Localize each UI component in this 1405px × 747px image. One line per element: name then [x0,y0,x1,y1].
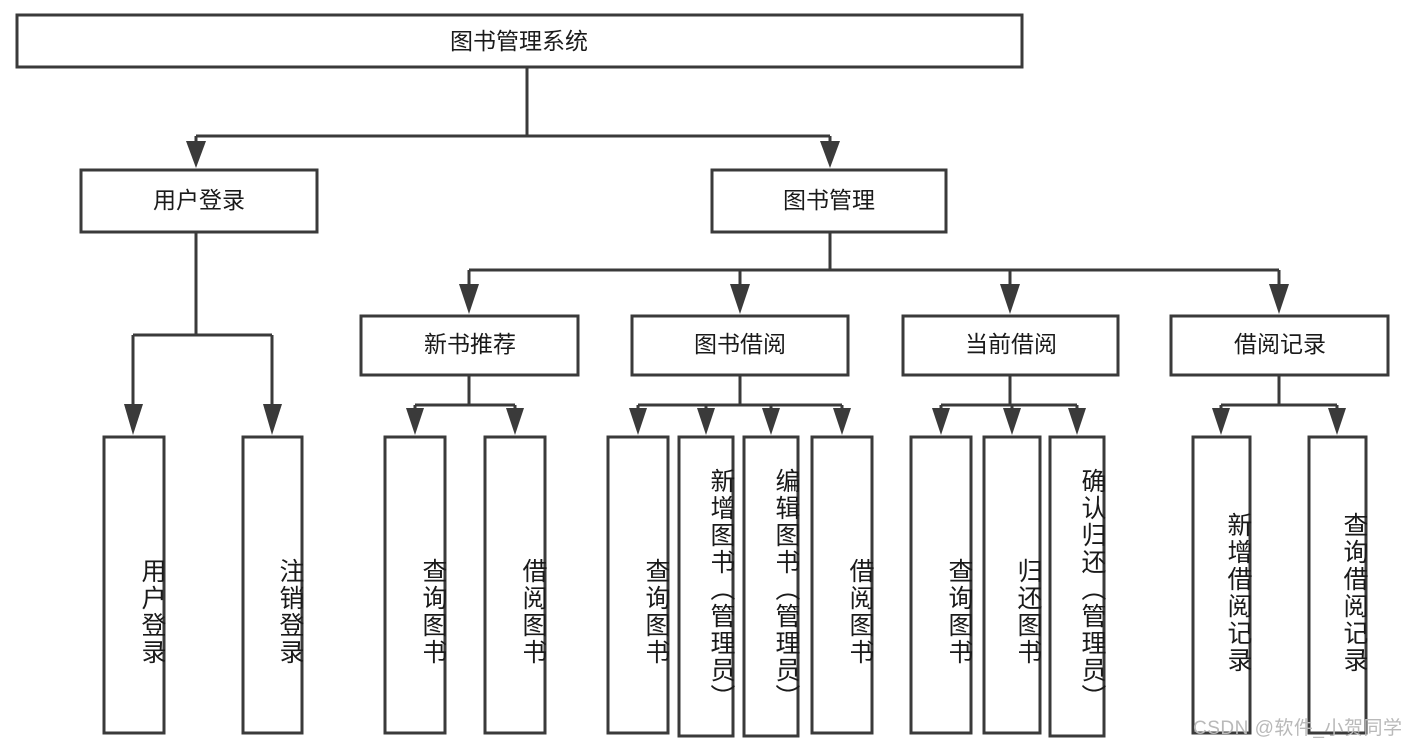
node-book-borrow[interactable]: 图书借阅 [630,314,850,377]
connector-group-borrow-record [1212,375,1346,435]
arrow-to-leaf-add-book [697,408,715,435]
connector-group-new-book-rec [406,375,524,435]
arrow-to-borrow-record [1269,284,1289,314]
connector-group-root [186,67,840,168]
arrow-to-leaf-edit-book [762,408,780,435]
node-leaf-add-record-box[interactable] [1191,435,1252,735]
node-new-book-rec-label: 新书推荐 [424,331,516,357]
node-user-login[interactable]: 用户登录 [79,168,319,234]
node-leaf-return-book-box[interactable] [982,435,1042,735]
node-leaf-borrow-book-bb-box[interactable] [810,435,874,735]
arrow-to-current-borrow [1000,284,1020,314]
node-book-manage-label: 图书管理 [783,187,875,213]
arrow-to-leaf-query-record [1328,408,1346,435]
node-leaf-query-book-rec-box[interactable] [383,435,447,735]
node-borrow-record[interactable]: 借阅记录 [1169,314,1390,377]
node-book-manage-box[interactable] [710,168,948,234]
connector-group-book-borrow [629,375,851,435]
arrow-to-user-login [186,141,206,168]
arrow-to-leaf-add-record [1212,408,1230,435]
node-leaf-query-record-box[interactable] [1307,435,1368,735]
node-leaf-add-book-box[interactable] [677,435,735,738]
node-book-borrow-label: 图书借阅 [694,331,786,357]
connector-group-user-login [124,232,282,435]
node-borrow-record-box[interactable] [1169,314,1390,377]
arrow-to-leaf-query-book-rec [406,408,424,435]
arrow-to-leaf-borrow-book-rec [506,408,524,435]
node-leaf-borrow-book-rec-box[interactable] [483,435,547,735]
connector-group-current-borrow [932,375,1086,435]
arrow-to-leaf-return-book [1003,408,1021,435]
node-borrow-record-label: 借阅记录 [1234,331,1326,357]
node-new-book-rec-box[interactable] [359,314,580,377]
connector-group-book-manage [459,232,1289,314]
node-leaf-user-login-box[interactable] [102,435,166,735]
node-user-login-label: 用户登录 [153,187,245,213]
arrow-to-book-borrow [730,284,750,314]
arrow-to-book-manage [820,141,840,168]
node-current-borrow-box[interactable] [901,314,1120,377]
arrow-to-leaf-logout [263,404,282,435]
node-root-box[interactable] [15,13,1024,69]
node-book-manage[interactable]: 图书管理 [710,168,948,234]
node-leaf-query-book-bb-box[interactable] [606,435,670,735]
arrow-to-leaf-query-book-cb [932,408,950,435]
node-current-borrow-label: 当前借阅 [965,331,1057,357]
node-leaf-edit-book-box[interactable] [742,435,800,738]
arrow-to-leaf-query-book-bb [629,408,647,435]
node-leaf-query-book-cb-box[interactable] [909,435,973,735]
csdn-watermark: CSDN @软件_小贺同学 [1193,718,1403,739]
arrow-to-leaf-confirm-return [1068,408,1086,435]
node-root[interactable]: 图书管理系统 [15,13,1024,69]
node-leaf-logout-box[interactable] [241,435,304,735]
node-book-borrow-box[interactable] [630,314,850,377]
arrow-to-new-book-rec [459,284,479,314]
node-leaf-confirm-return-box[interactable] [1048,435,1106,738]
node-new-book-rec[interactable]: 新书推荐 [359,314,580,377]
arrow-to-leaf-borrow-book-bb [833,408,851,435]
arrow-to-leaf-user-login [124,404,143,435]
node-user-login-box[interactable] [79,168,319,234]
node-root-label: 图书管理系统 [450,28,588,54]
node-current-borrow[interactable]: 当前借阅 [901,314,1120,377]
